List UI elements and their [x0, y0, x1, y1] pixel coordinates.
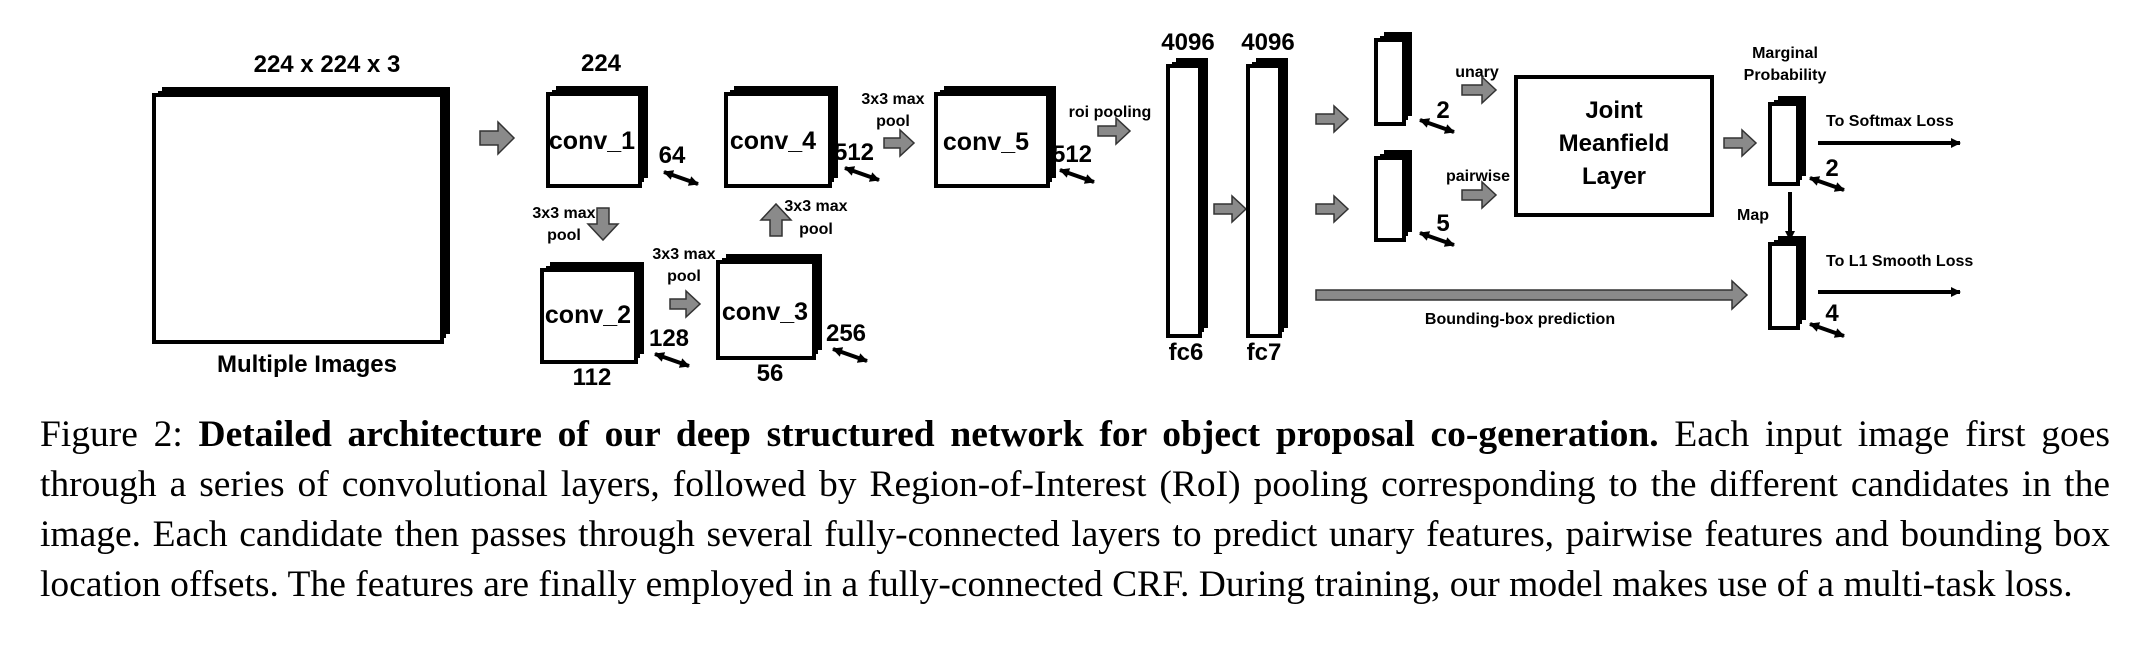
fc7-unary-arrow [1315, 104, 1350, 134]
figure-caption: Figure 2: Detailed architecture of our d… [40, 410, 2110, 610]
conv2-width-label: 112 [573, 364, 612, 391]
pairwise-depth-label: 5 [1436, 210, 1449, 237]
pairwise-block [1374, 150, 1412, 242]
meanfield-line2: Meanfield [1559, 130, 1670, 157]
conv3-block [716, 254, 822, 360]
marginal-line1: Marginal [1752, 45, 1818, 62]
fc7-block [1246, 58, 1288, 338]
caption-body: Each input image first goes through a se… [40, 414, 2111, 605]
fc6-bottom-label: fc6 [1169, 339, 1204, 366]
marginal-depth-label: 2 [1825, 155, 1838, 182]
marginal-line2: Probability [1744, 67, 1827, 84]
conv2-depth-arrow [654, 352, 690, 368]
conv3-label: conv_3 [722, 298, 808, 326]
roi-arrow [1097, 116, 1132, 146]
conv1-width-label: 224 [581, 50, 622, 77]
conv3-width-label: 56 [757, 360, 784, 387]
conv5-label: conv_5 [943, 128, 1029, 156]
fc7-bottom-label: fc7 [1247, 339, 1282, 366]
input-image-stack [152, 87, 450, 344]
conv4-block [724, 86, 838, 188]
meanfield-line3: Layer [1582, 163, 1646, 190]
conv5-depth-arrow [1059, 168, 1095, 184]
architecture-diagram: 224 x 224 x 3 Multiple Images conv_1 224… [152, 29, 1973, 391]
pool1-arrow [586, 207, 620, 242]
pairwise-arrow [1461, 180, 1498, 210]
pool3-arrow [759, 202, 793, 237]
conv1-label: conv_1 [549, 127, 635, 155]
conv1-depth-arrow [663, 170, 699, 186]
conv5-depth-label: 512 [1052, 141, 1092, 168]
unary-arrow [1461, 75, 1498, 105]
pool4-line1: 3x3 max [861, 91, 924, 108]
conv5-block [934, 86, 1056, 188]
input-size-label: 224 x 224 x 3 [254, 51, 401, 78]
pool4-line2: pool [876, 113, 910, 130]
flow-arrow [479, 120, 516, 156]
unary-depth-arrow [1419, 118, 1455, 134]
conv2-depth-label: 128 [649, 325, 689, 352]
marginal-block [1768, 96, 1806, 186]
map-label: Map [1737, 207, 1769, 224]
bbox-out-depth-label: 4 [1825, 300, 1839, 327]
pairwise-depth-arrow [1419, 231, 1455, 247]
fc7-pairwise-arrow [1315, 194, 1350, 224]
unary-label: unary [1455, 64, 1499, 81]
conv4-depth-arrow [844, 166, 880, 182]
bbox-out-depth-arrow [1809, 322, 1845, 338]
marginal-depth-arrow [1809, 176, 1845, 192]
pool3-line1: 3x3 max [784, 198, 847, 215]
pool2-line1: 3x3 max [652, 246, 715, 263]
pool1-line1: 3x3 max [532, 205, 595, 222]
bbox-label: Bounding-box prediction [1425, 311, 1615, 328]
meanfield-line1: Joint [1585, 97, 1642, 124]
pool3-line2: pool [799, 221, 833, 238]
fc7-top-label: 4096 [1241, 29, 1294, 56]
unary-depth-label: 2 [1436, 97, 1449, 124]
fc6-fc7-arrow [1213, 194, 1248, 224]
softmax-label: To Softmax Loss [1826, 113, 1954, 130]
conv1-depth-label: 64 [659, 142, 686, 169]
pairwise-label: pairwise [1446, 168, 1510, 185]
pool2-line2: pool [667, 268, 701, 285]
pool4-arrow [883, 128, 916, 158]
roi-pooling-label: roi pooling [1069, 104, 1152, 121]
input-caption: Multiple Images [217, 351, 397, 378]
fc6-block [1166, 58, 1208, 338]
conv3-depth-label: 256 [826, 320, 866, 347]
conv4-depth-label: 512 [834, 139, 874, 166]
pool1-line2: pool [547, 227, 581, 244]
caption-title: Detailed architecture of our deep struct… [198, 414, 1659, 455]
meanfield-out-arrow [1723, 128, 1758, 158]
conv2-block [540, 262, 644, 364]
pool2-arrow [669, 289, 702, 319]
conv2-label: conv_2 [545, 301, 631, 329]
bbox-out-block [1768, 236, 1806, 330]
conv1-block [546, 86, 648, 188]
conv3-depth-arrow [832, 347, 868, 363]
conv4-label: conv_4 [730, 127, 816, 155]
unary-block [1374, 32, 1412, 126]
fc6-top-label: 4096 [1161, 29, 1214, 56]
meanfield-box [1514, 75, 1714, 217]
caption-prefix: Figure 2: [40, 414, 199, 455]
bbox-arrow [1315, 279, 1749, 311]
l1-loss-label: To L1 Smooth Loss [1826, 253, 1973, 270]
